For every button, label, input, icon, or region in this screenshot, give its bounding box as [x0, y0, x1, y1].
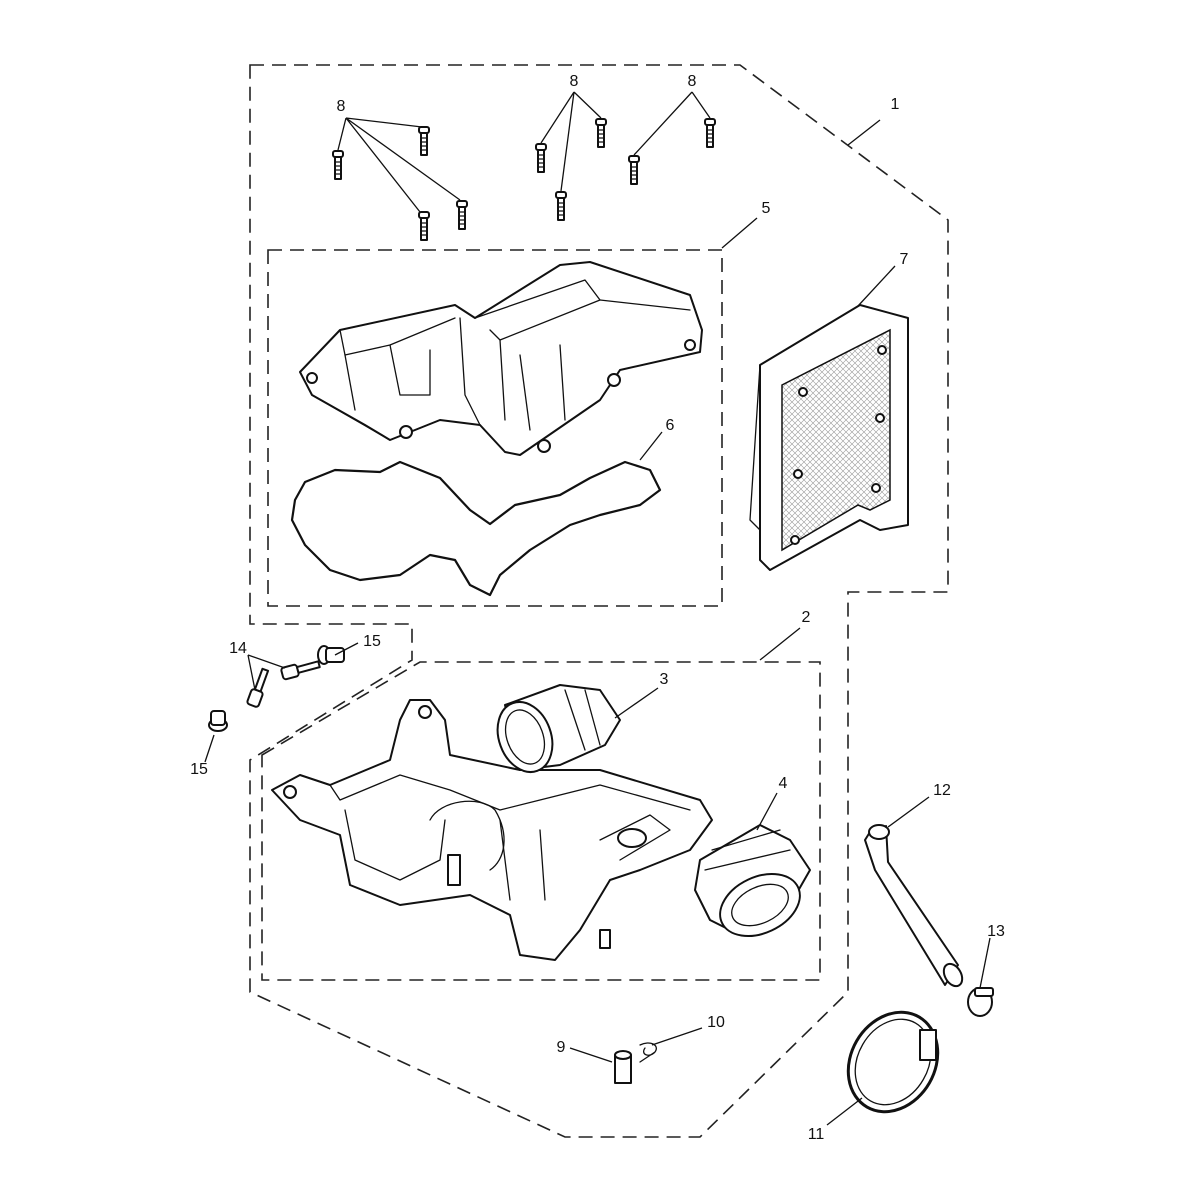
callout-10: 10 [707, 1014, 725, 1031]
gasket [290, 460, 662, 597]
callout-7: 7 [900, 251, 909, 268]
intake-boot [496, 684, 621, 773]
callout-8-middle: 8 [570, 73, 579, 90]
bolt [555, 191, 567, 221]
callout-3: 3 [660, 671, 669, 688]
callout-8-left: 8 [337, 98, 346, 115]
callout-12: 12 [933, 782, 951, 799]
kit-outline-1 [249, 64, 949, 1138]
airbox-group-outline-2 [261, 661, 821, 981]
spacer [614, 1050, 632, 1084]
callout-labels: 1 2 3 4 5 6 7 8 8 8 9 10 11 12 13 14 15 … [190, 73, 1005, 1143]
callout-5: 5 [762, 200, 771, 217]
hose-end [868, 824, 890, 840]
callout-1: 1 [891, 96, 900, 113]
airbox-cover [299, 261, 703, 456]
bolts-8 [332, 118, 716, 241]
callout-13: 13 [987, 923, 1005, 940]
callout-4: 4 [779, 775, 788, 792]
rubber-coupling [694, 824, 811, 937]
callout-8-right: 8 [688, 73, 697, 90]
breather-hose [864, 825, 959, 986]
bolt [418, 211, 430, 241]
air-filter [749, 304, 909, 571]
bolt [595, 118, 607, 148]
bolt [456, 200, 468, 230]
bolt [332, 150, 344, 180]
callout-2: 2 [802, 609, 811, 626]
callout-9: 9 [557, 1039, 566, 1056]
bolt [628, 155, 640, 185]
hose-end [942, 962, 964, 988]
callout-15-bottom: 15 [190, 761, 208, 778]
hose-clip [967, 987, 994, 1017]
bolt [704, 118, 716, 148]
airbox-lower [271, 699, 713, 961]
leader-lines [204, 91, 991, 1126]
bolt [535, 143, 547, 173]
band-clamp [846, 1010, 940, 1114]
callout-6: 6 [666, 417, 675, 434]
callout-15-top: 15 [363, 633, 381, 650]
callout-14: 14 [229, 640, 247, 657]
spring-clip [639, 1042, 657, 1063]
bolt [418, 126, 430, 156]
callout-11: 11 [808, 1126, 825, 1143]
